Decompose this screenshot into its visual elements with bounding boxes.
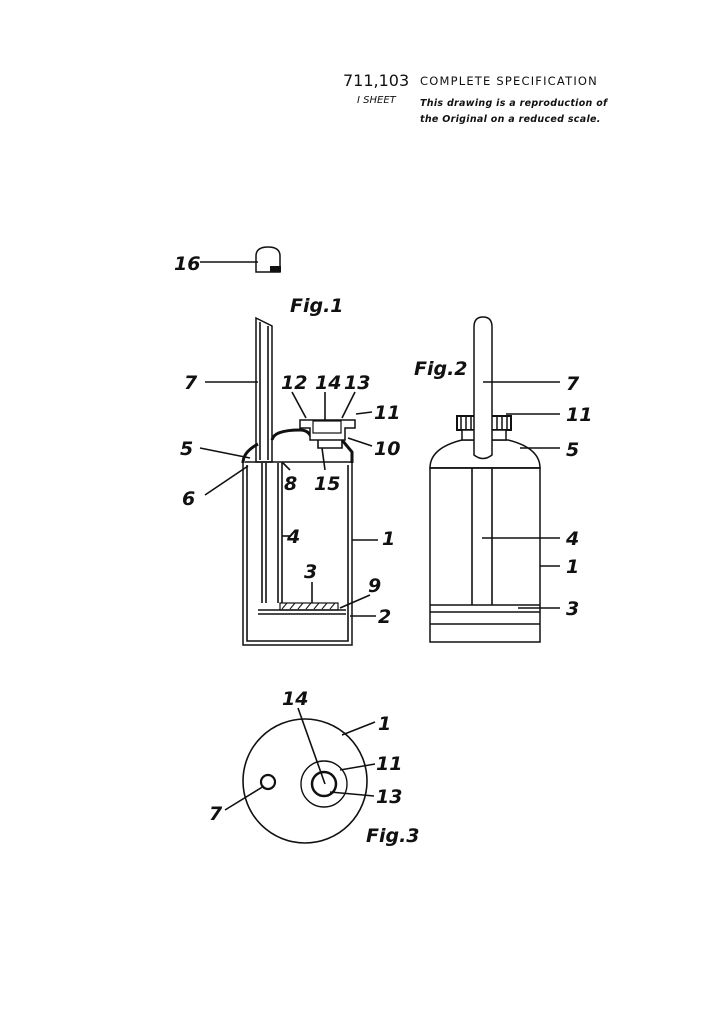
fig2-caption: Fig.2 bbox=[414, 358, 468, 380]
fig1-label-16: 16 bbox=[174, 253, 200, 275]
fig1-label-1: 1 bbox=[382, 528, 395, 550]
fig1-label-5: 5 bbox=[180, 438, 193, 460]
fig3-label-11: 11 bbox=[376, 753, 402, 775]
figure-3: 14 1 11 13 7 Fig.3 bbox=[209, 688, 420, 847]
reproduction-note-line1: This drawing is a reproduction of bbox=[420, 98, 608, 109]
fig2-label-3: 3 bbox=[566, 598, 579, 620]
fig3-label-7: 7 bbox=[209, 803, 223, 825]
fig1-label-12: 12 bbox=[281, 372, 307, 394]
fig3-label-13: 13 bbox=[376, 786, 402, 808]
fig1-label-14: 14 bbox=[315, 372, 341, 394]
spec-number: 711,103 bbox=[343, 71, 410, 90]
sheet-count: I SHEET bbox=[357, 95, 396, 106]
fig1-label-6: 6 bbox=[182, 488, 195, 510]
fig1-label-3: 3 bbox=[304, 561, 317, 583]
fig1-label-4: 4 bbox=[286, 526, 300, 548]
fig1-label-11: 11 bbox=[374, 402, 400, 424]
fig1-label-13: 13 bbox=[344, 372, 370, 394]
fig3-label-14: 14 bbox=[282, 688, 308, 710]
fig1-label-8: 8 bbox=[284, 473, 297, 495]
fig1-label-9: 9 bbox=[368, 575, 381, 597]
fig2-label-11: 11 bbox=[566, 404, 592, 426]
reproduction-note-line2: the Original on a reduced scale. bbox=[420, 114, 601, 125]
fig1-label-10: 10 bbox=[374, 438, 400, 460]
fig3-label-1: 1 bbox=[378, 713, 391, 735]
fig1-label-15: 15 bbox=[314, 473, 340, 495]
fig2-label-7: 7 bbox=[566, 373, 580, 395]
fig1-caption: Fig.1 bbox=[290, 295, 344, 317]
cap-part-16 bbox=[255, 246, 281, 273]
fig2-label-4: 4 bbox=[565, 528, 579, 550]
figure-1: Fig.1 bbox=[174, 246, 400, 646]
fig1-label-2: 2 bbox=[378, 606, 391, 628]
fig3-caption: Fig.3 bbox=[366, 825, 420, 847]
figure-2: Fig.2 7 11 5 4 1 3 bbox=[414, 316, 592, 643]
container-section bbox=[241, 316, 356, 646]
fig1-label-7: 7 bbox=[184, 372, 198, 394]
spec-title: COMPLETE SPECIFICATION bbox=[420, 74, 598, 88]
fig2-label-5: 5 bbox=[566, 439, 579, 461]
fig2-label-1: 1 bbox=[566, 556, 579, 578]
